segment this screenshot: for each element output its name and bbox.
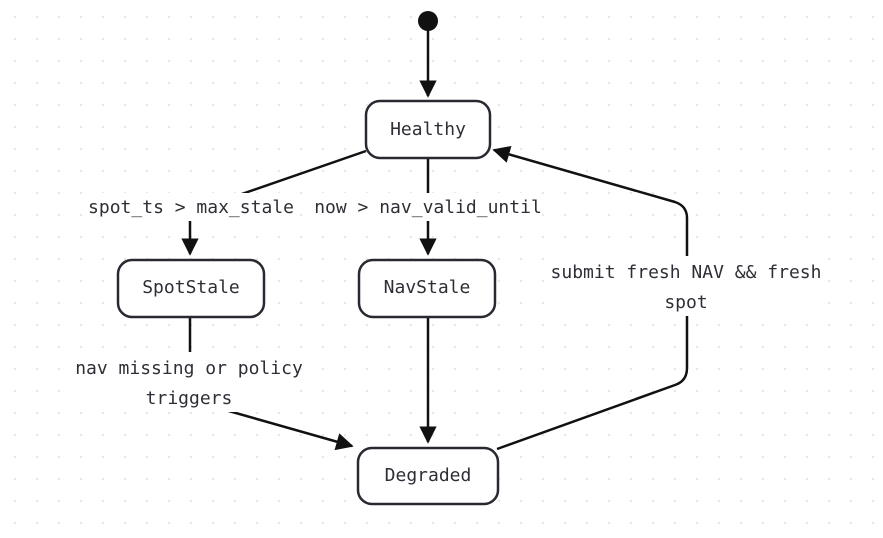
edge-label-recover-condition: submit fresh NAV && fresh spot: [550, 256, 822, 316]
state-label: Degraded: [385, 465, 472, 486]
state-label: NavStale: [384, 277, 471, 298]
edge-label-text: now > nav_valid_until: [314, 197, 542, 218]
state-spotstale[interactable]: SpotStale: [116, 258, 266, 319]
state-label: Healthy: [390, 119, 466, 140]
state-degraded[interactable]: Degraded: [356, 446, 500, 506]
edge-label-text-line1: nav missing or policy: [75, 358, 303, 379]
state-label: SpotStale: [142, 277, 240, 298]
edge-label-nav-stale-condition: now > nav_valid_until: [314, 193, 542, 221]
edge-label-text: spot_ts > max_stale: [88, 197, 294, 218]
state-healthy[interactable]: Healthy: [364, 99, 492, 160]
edge-label-text-line1: submit fresh NAV && fresh: [551, 262, 822, 283]
edge-label-spot-stale-condition: spot_ts > max_stale: [84, 193, 298, 221]
edge-label-degrade-condition: nav missing or policy triggers: [75, 352, 303, 412]
edge-label-text-line2: spot: [664, 292, 707, 313]
state-navstale[interactable]: NavStale: [357, 258, 497, 319]
edge-label-text-line2: triggers: [146, 388, 233, 409]
initial-state-dot: [418, 11, 438, 31]
